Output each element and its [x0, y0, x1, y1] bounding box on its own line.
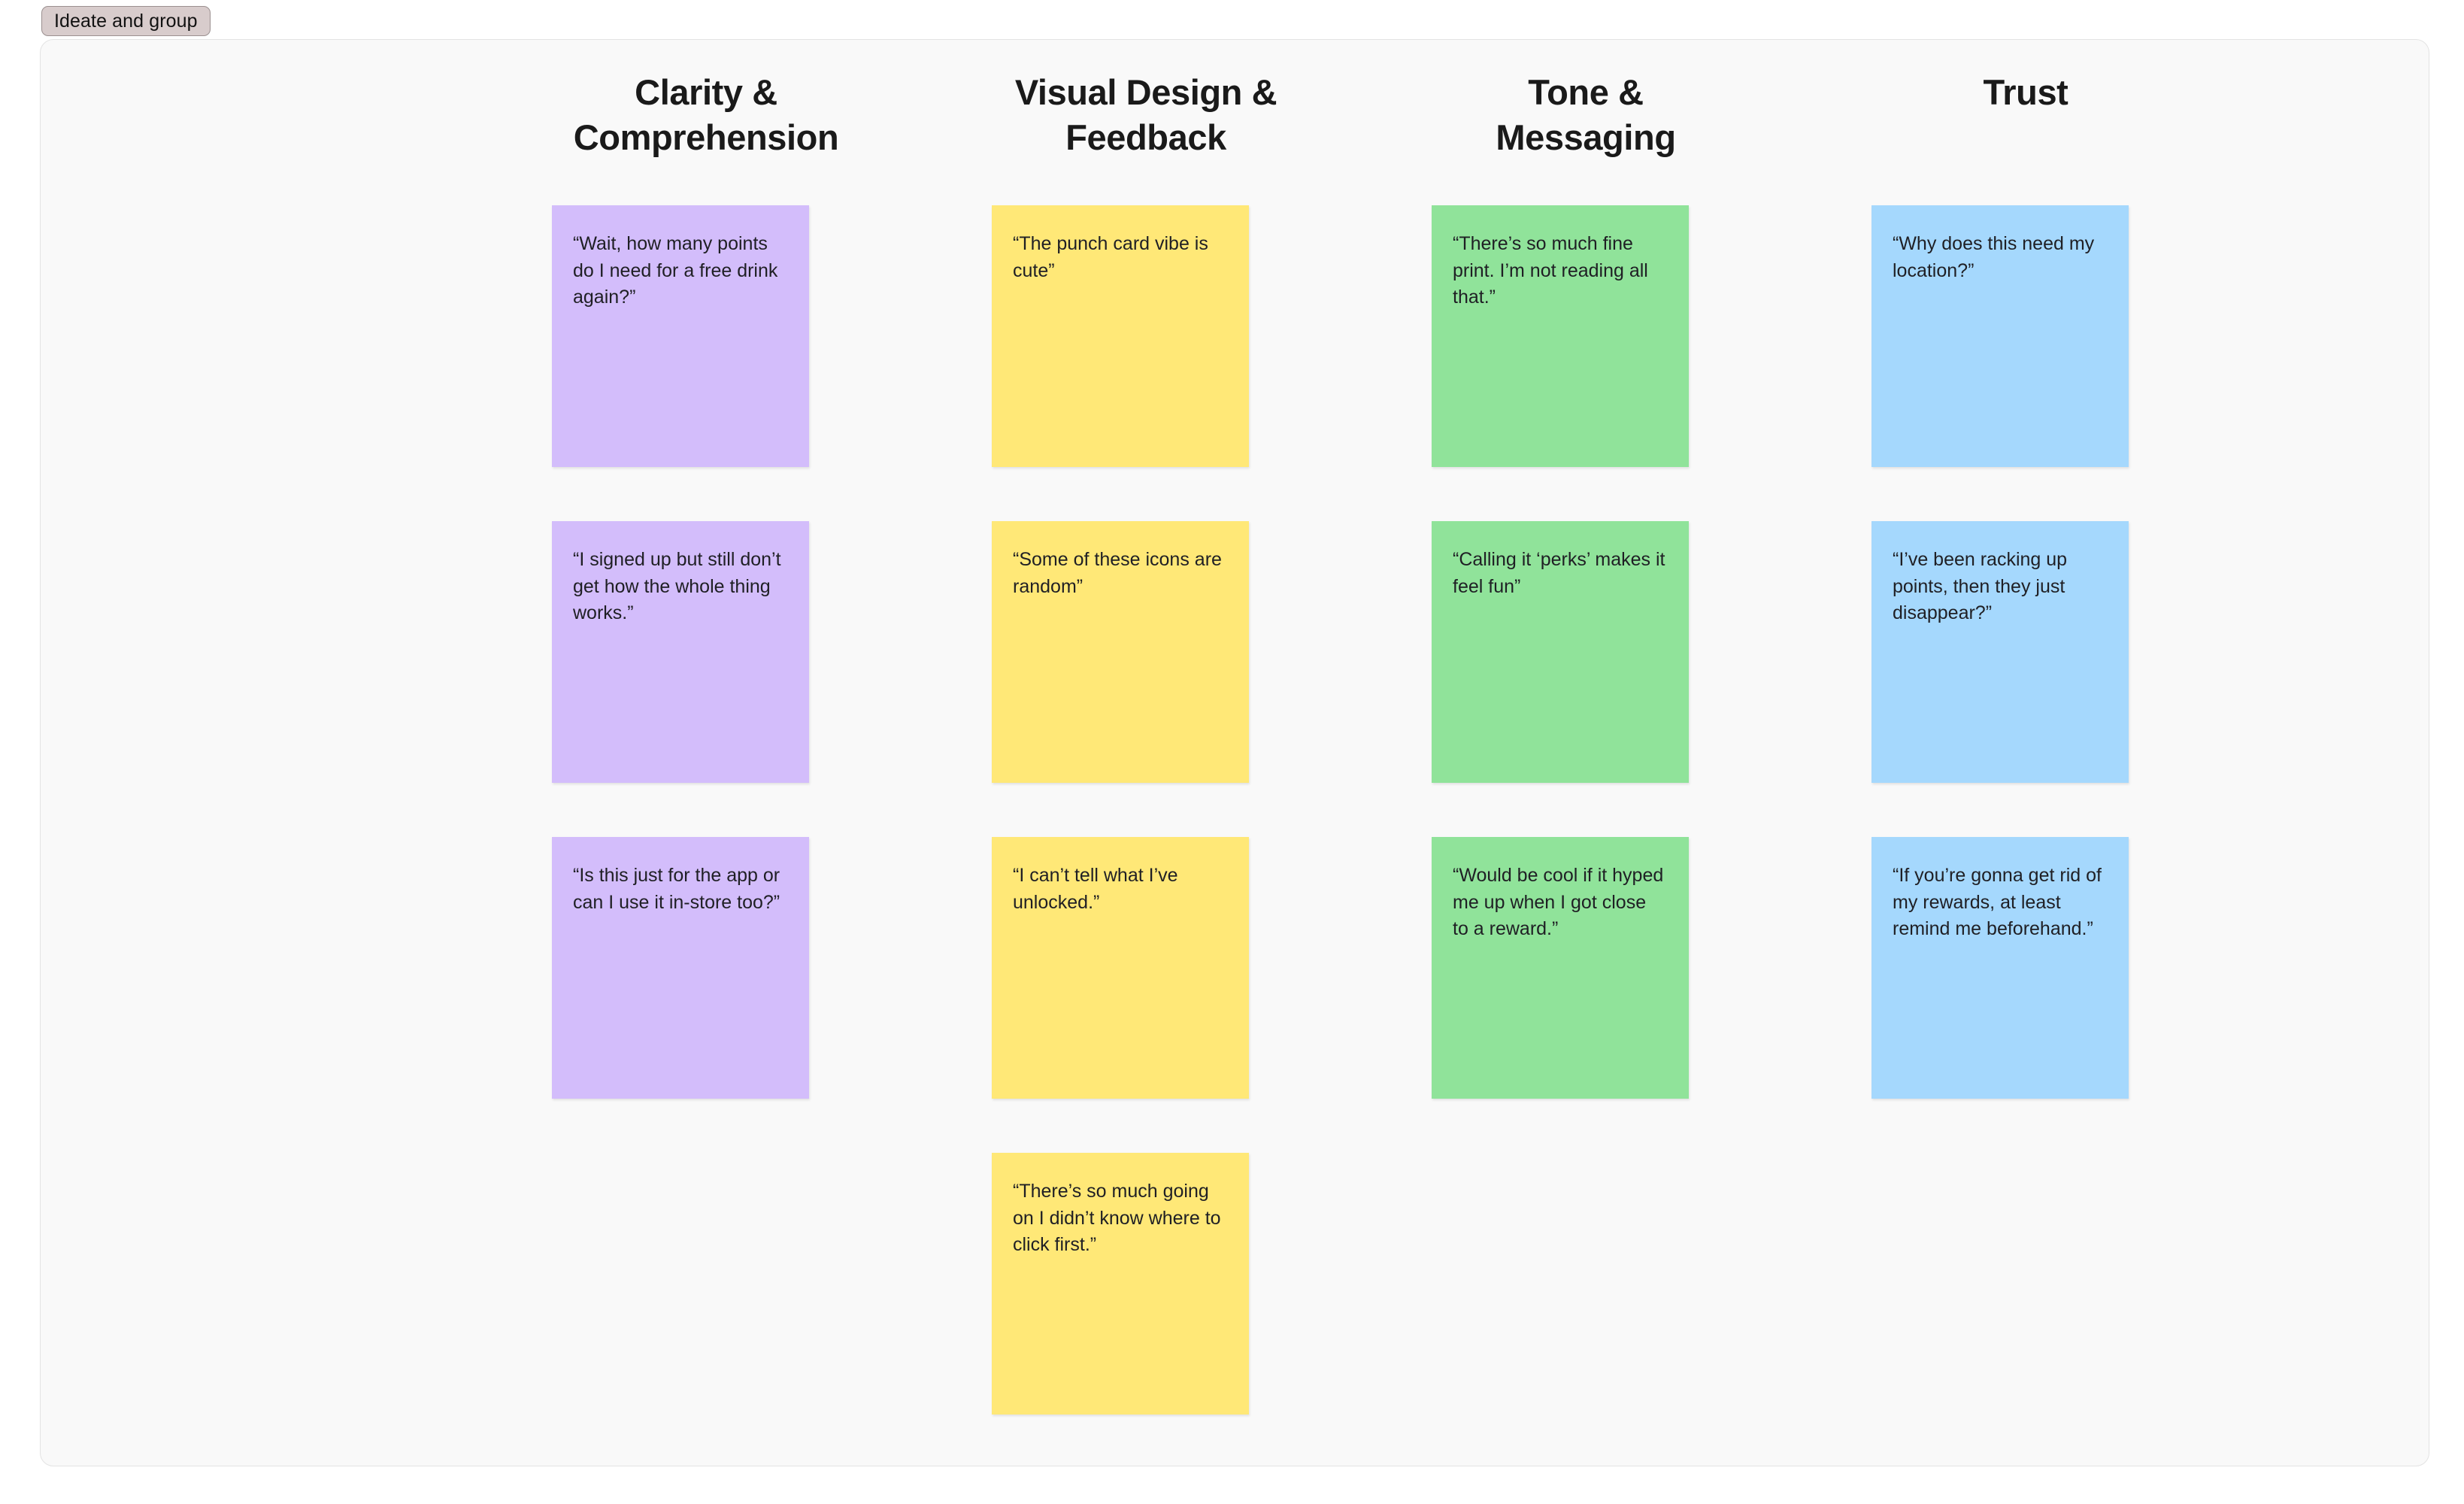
sticky-note[interactable]: “Calling it ‘perks’ makes it feel fun” [1432, 521, 1689, 783]
sticky-note-stack-visual-design-feedback: “The punch card vibe is cute” “Some of th… [913, 205, 1353, 1466]
sticky-note-text: “Would be cool if it hyped me up when I … [1453, 865, 1664, 939]
sticky-note-text: “If you’re gonna get rid of my rewards, … [1893, 865, 2102, 939]
affinity-column-visual-design-feedback: Visual Design & Feedback “The punch card … [913, 70, 1353, 1466]
sticky-note-text: “Why does this need my location?” [1893, 233, 2095, 281]
sticky-note[interactable]: “Would be cool if it hyped me up when I … [1432, 837, 1689, 1099]
sticky-note[interactable]: “There’s so much fine print. I’m not rea… [1432, 205, 1689, 467]
sticky-note-stack-trust: “Why does this need my location?” “I’ve b… [1793, 205, 2232, 1153]
affinity-columns: Clarity & Comprehension “Wait, how many p… [41, 40, 2429, 1466]
sticky-note-text: “Wait, how many points do I need for a f… [573, 233, 778, 308]
whiteboard-canvas[interactable]: Clarity & Comprehension “Wait, how many p… [40, 39, 2429, 1466]
affinity-column-clarity-comprehension: Clarity & Comprehension “Wait, how many p… [473, 70, 913, 1466]
column-title-clarity-comprehension: Clarity & Comprehension [573, 72, 839, 158]
sticky-note[interactable]: “Wait, how many points do I need for a f… [552, 205, 809, 467]
sticky-note-text: “Calling it ‘perks’ makes it feel fun” [1453, 549, 1665, 597]
column-title-trust: Trust [1983, 72, 2068, 112]
sticky-note-stack-clarity-comprehension: “Wait, how many points do I need for a f… [473, 205, 913, 1153]
sticky-note[interactable]: “There’s so much going on I didn’t know … [992, 1153, 1249, 1415]
sticky-note[interactable]: “The punch card vibe is cute” [992, 205, 1249, 467]
sticky-note-text: “Is this just for the app or can I use i… [573, 865, 780, 913]
affinity-column-trust: Trust “Why does this need my location?” “I… [1793, 70, 2232, 1466]
sticky-note[interactable]: “I can’t tell what I’ve unlocked.” [992, 837, 1249, 1099]
sticky-note[interactable]: “I signed up but still don’t get how the… [552, 521, 809, 783]
sticky-note-stack-tone-messaging: “There’s so much fine print. I’m not rea… [1353, 205, 1793, 1153]
sticky-note-text: “Some of these icons are random” [1013, 549, 1222, 597]
affinity-column-tone-messaging: Tone & Messaging “There’s so much fine pr… [1353, 70, 1793, 1466]
sticky-note[interactable]: “If you’re gonna get rid of my rewards, … [1871, 837, 2129, 1099]
sticky-note-text: “The punch card vibe is cute” [1013, 233, 1208, 281]
sticky-note-text: “There’s so much going on I didn’t know … [1013, 1181, 1221, 1255]
sticky-note[interactable]: “Some of these icons are random” [992, 521, 1249, 783]
sticky-note[interactable]: “I’ve been racking up points, then they … [1871, 521, 2129, 783]
sticky-note-text: “I’ve been racking up points, then they … [1893, 549, 2068, 623]
sticky-note[interactable]: “Is this just for the app or can I use i… [552, 837, 809, 1099]
tab-ideate-and-group[interactable]: Ideate and group [41, 6, 211, 36]
tab-label: Ideate and group [54, 10, 198, 32]
sticky-note-text: “There’s so much fine print. I’m not rea… [1453, 233, 1648, 308]
sticky-note[interactable]: “Why does this need my location?” [1871, 205, 2129, 467]
sticky-note-text: “I can’t tell what I’ve unlocked.” [1013, 865, 1178, 913]
column-title-tone-messaging: Tone & Messaging [1496, 72, 1676, 158]
sticky-note-text: “I signed up but still don’t get how the… [573, 549, 781, 623]
column-title-visual-design-feedback: Visual Design & Feedback [1014, 72, 1277, 158]
